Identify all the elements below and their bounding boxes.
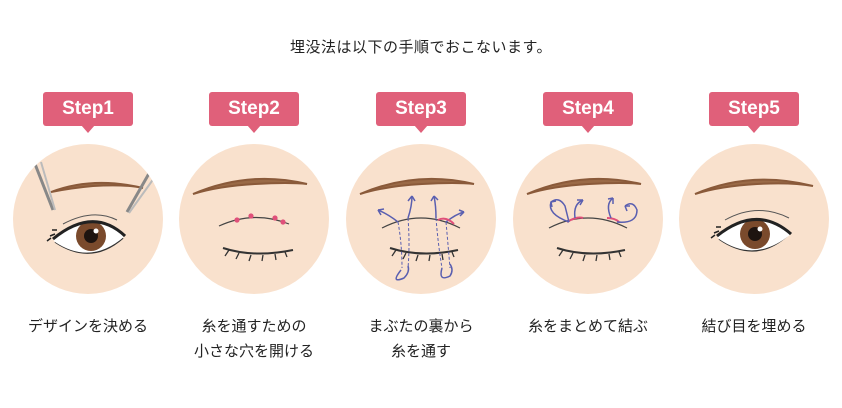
caption-line: 小さな穴を開ける [193,342,314,360]
open-eye-with-tweezers-icon [33,161,158,254]
step-badge: Step2 [209,92,299,133]
step-caption: デザインを決める [5,314,171,339]
step-caption: 結び目を埋める [671,314,837,339]
closed-eye-with-marks-icon [192,177,308,262]
caption-line: デザインを決める [27,317,148,335]
step-illustration [346,144,496,294]
closed-eye-thread-through-icon [359,177,475,281]
step-illustration [513,144,663,294]
open-eye-finished-icon [694,178,814,252]
caption-line: まぶたの裏から [368,317,474,335]
step-4: Step4 糸をまとめて結ぶ [505,92,671,392]
caption-line: 結び目を埋める [701,317,807,335]
closed-eye-thread-tied-icon [526,177,642,262]
step-illustration [679,144,829,294]
step-caption: 糸をまとめて結ぶ [505,314,671,339]
step-caption: 糸を通すための 小さな穴を開ける [171,314,337,364]
step-5: Step5 結び目を埋める [671,92,837,392]
steps-row: Step1 [0,92,842,392]
step-badge: Step1 [43,92,133,133]
step-badge: Step3 [376,92,466,133]
step-2: Step2 糸を通すための 小さな穴を開ける [171,92,337,392]
step-badge: Step5 [709,92,799,133]
caption-line: 糸を通す [390,342,451,360]
step-illustration [179,144,329,294]
step-caption: まぶたの裏から 糸を通す [338,314,504,364]
intro-text: 埋没法は以下の手順でおこないます。 [289,38,552,56]
step-badge: Step4 [543,92,633,133]
caption-line: 糸を通すための [201,317,307,335]
step-3: Step3 [338,92,504,392]
step-1: Step1 [5,92,171,392]
step-illustration [13,144,163,294]
caption-line: 糸をまとめて結ぶ [527,317,648,335]
